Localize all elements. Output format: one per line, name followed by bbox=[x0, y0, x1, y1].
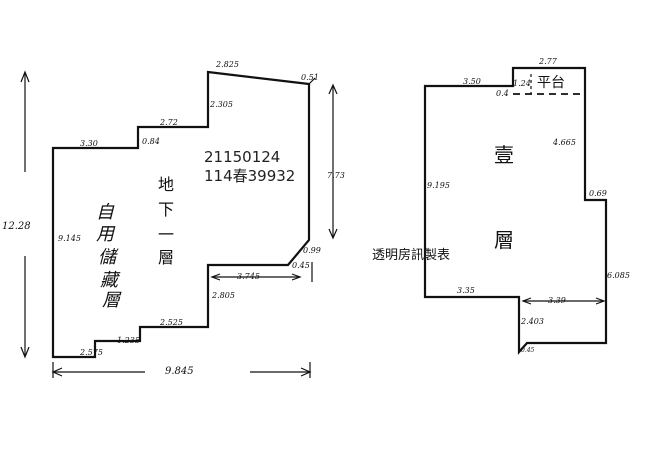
dim-label: 2.825 bbox=[215, 60, 239, 69]
ground-plan: 平台 壹 層 3.50 2.77 1.24 0.4 9.195 4.665 0.… bbox=[423, 57, 630, 355]
dim-label: 3.50 bbox=[463, 77, 481, 86]
arrow-up bbox=[20, 70, 30, 83]
case-id: 21150124 bbox=[204, 148, 280, 166]
basement-name-char: 地 bbox=[158, 175, 174, 194]
dim-label: 0.45 bbox=[292, 261, 310, 270]
basement-name-char: 層 bbox=[158, 248, 174, 267]
dim-label: 1.24 bbox=[513, 79, 531, 88]
ground-name-char: 壹 bbox=[494, 143, 514, 167]
dim-label: 0.4 bbox=[496, 89, 509, 98]
dim-label: 2.305 bbox=[209, 100, 233, 109]
ground-name-char: 層 bbox=[494, 228, 514, 252]
dim-label: 9.195 bbox=[427, 181, 450, 190]
dim-label: 0.45 bbox=[521, 347, 535, 354]
dim-label: 9.145 bbox=[58, 234, 81, 243]
basement-name-char: 一 bbox=[158, 225, 174, 244]
basement-use-char: 自 bbox=[96, 202, 115, 223]
arrow-down bbox=[328, 228, 338, 240]
dim-label: 0.69 bbox=[589, 189, 607, 198]
dim-label: 3.39 bbox=[548, 296, 566, 305]
arrow-left bbox=[521, 297, 532, 305]
dim-label: 2.403 bbox=[520, 317, 544, 326]
ground-outline bbox=[423, 66, 608, 355]
basement-use-char: 儲 bbox=[98, 247, 119, 268]
dim-label: 1.235 bbox=[117, 336, 140, 345]
dim-label: 2.525 bbox=[159, 318, 183, 327]
dim-label: 0.99 bbox=[303, 246, 321, 255]
basement-name-char: 下 bbox=[158, 200, 174, 219]
case-code: 114春39932 bbox=[204, 167, 295, 185]
dim-label: 6.085 bbox=[607, 271, 630, 280]
dim-label: 2.72 bbox=[159, 118, 178, 127]
arrow-right bbox=[291, 273, 302, 281]
dim-label: 12.28 bbox=[2, 221, 31, 232]
dim-label: 0.51 bbox=[301, 73, 319, 82]
basement-plan: 2.825 0.51 2.305 2.72 0.84 3.30 9.145 12… bbox=[2, 60, 345, 378]
arrow-left bbox=[210, 273, 221, 281]
dim-label: 3.30 bbox=[80, 139, 98, 148]
dim-label: 2.77 bbox=[538, 57, 558, 66]
dim-label: 3.745 bbox=[237, 272, 260, 281]
dim-label: 2.805 bbox=[211, 291, 235, 300]
basement-use-char: 層 bbox=[102, 290, 122, 311]
arrow-down bbox=[20, 346, 30, 359]
dim-label: 7.73 bbox=[327, 171, 345, 180]
basement-use-char: 藏 bbox=[100, 270, 121, 291]
dim-label: 0.84 bbox=[142, 137, 160, 146]
dim-label: 4.665 bbox=[552, 138, 576, 147]
dim-mark bbox=[308, 77, 316, 85]
basement-use-char: 用 bbox=[96, 224, 116, 245]
arrow-right bbox=[595, 297, 606, 305]
basement-outline bbox=[51, 70, 311, 359]
platform-label: 平台 bbox=[537, 75, 565, 91]
dim-label: 3.35 bbox=[457, 286, 475, 295]
dim-label: 2.575 bbox=[79, 348, 103, 357]
caption: 透明房訊製表 bbox=[372, 247, 450, 263]
arrow-up bbox=[328, 83, 338, 95]
dim-label: 9.845 bbox=[165, 366, 194, 377]
